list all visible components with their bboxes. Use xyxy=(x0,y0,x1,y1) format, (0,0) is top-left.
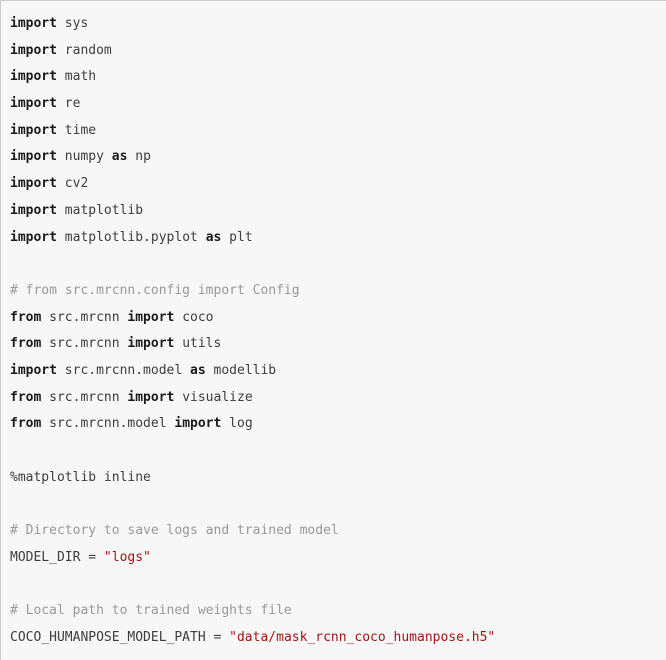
code-token-keyword: import xyxy=(10,202,57,218)
code-token-plain: src.mrcnn.model xyxy=(41,416,175,432)
code-line: import sys xyxy=(10,11,658,38)
code-token-keyword: import xyxy=(10,362,57,378)
code-token-keyword: from xyxy=(10,309,42,325)
code-token-keyword: import xyxy=(10,149,57,165)
code-token-plain: utils xyxy=(174,336,222,352)
code-token-plain: random xyxy=(56,42,112,58)
code-line: # Directory to save logs and trained mod… xyxy=(10,518,658,545)
code-token-comment: # Directory to save logs and trained mod… xyxy=(10,523,339,539)
code-line: import src.mrcnn.model as modellib xyxy=(10,358,658,385)
code-token-plain: src.mrcnn xyxy=(41,336,128,352)
code-token-plain: plt xyxy=(221,229,253,245)
code-line: import random xyxy=(10,38,658,65)
code-line: import matplotlib.pyplot as plt xyxy=(10,225,658,252)
code-token-keyword: from xyxy=(10,336,42,352)
code-line xyxy=(10,251,658,278)
code-token-plain: visualize xyxy=(174,389,253,405)
code-token-keyword: import xyxy=(10,16,57,31)
code-token-comment: # Local path to trained weights file xyxy=(10,603,292,619)
code-token-keyword: import xyxy=(10,229,57,245)
code-token-plain: matplotlib xyxy=(56,202,144,218)
code-line: import math xyxy=(10,64,658,91)
code-token-keyword: import xyxy=(10,176,57,192)
code-token-comment: # from src.mrcnn.config import Config xyxy=(10,282,300,298)
code-token-plain: COCO_HUMANPOSE_MODEL_PATH = xyxy=(10,629,230,645)
code-token-plain: %matplotlib inline xyxy=(10,469,151,485)
code-token-plain: log xyxy=(221,416,253,432)
code-line: import matplotlib xyxy=(10,198,658,225)
code-line: import cv2 xyxy=(10,171,658,198)
code-token-keyword: import xyxy=(127,336,175,352)
code-token-plain: coco xyxy=(174,309,214,325)
code-token-plain: src.mrcnn xyxy=(41,389,128,405)
code-token-plain: src.mrcnn.model xyxy=(56,362,191,378)
code-line: import numpy as np xyxy=(10,144,658,171)
code-token-plain: sys xyxy=(56,16,89,31)
code-token-keyword: as xyxy=(190,362,206,378)
code-line: MODEL_DIR = "logs" xyxy=(10,545,658,572)
code-token-keyword: import xyxy=(10,96,57,112)
code-line: import re xyxy=(10,91,658,118)
code-token-plain: re xyxy=(56,96,81,112)
code-line: from src.mrcnn import coco xyxy=(10,305,658,332)
code-token-keyword: as xyxy=(111,149,128,165)
code-token-keyword: import xyxy=(127,389,175,405)
code-token-string: "data/mask_rcnn_coco_humanpose.h5" xyxy=(229,629,496,645)
code-token-keyword: import xyxy=(174,416,222,432)
code-token-plain: MODEL_DIR = xyxy=(10,549,104,565)
code-token-keyword: import xyxy=(10,122,57,138)
code-token-keyword: from xyxy=(10,416,42,432)
code-token-keyword: as xyxy=(205,229,222,245)
code-token-keyword: import xyxy=(10,69,57,85)
code-token-plain: math xyxy=(56,69,97,85)
code-line xyxy=(10,571,658,598)
code-token-plain: matplotlib.pyplot xyxy=(56,229,206,245)
code-line: from src.mrcnn.model import log xyxy=(10,411,658,438)
code-line xyxy=(10,438,658,465)
code-token-plain: src.mrcnn xyxy=(41,309,128,325)
code-line: from src.mrcnn import visualize xyxy=(10,385,658,412)
code-token-plain: numpy xyxy=(56,149,112,165)
code-token-plain: time xyxy=(56,122,97,138)
code-line: from src.mrcnn import utils xyxy=(10,331,658,358)
code-token-plain: modellib xyxy=(205,362,277,378)
code-token-keyword: from xyxy=(10,389,42,405)
code-line: import time xyxy=(10,118,658,145)
code-token-plain: cv2 xyxy=(56,176,89,192)
code-line: # Local path to trained weights file xyxy=(10,598,658,625)
code-line xyxy=(10,491,658,518)
code-token-keyword: import xyxy=(127,309,175,325)
code-line: # from src.mrcnn.config import Config xyxy=(10,278,658,305)
code-line: COCO_HUMANPOSE_MODEL_PATH = "data/mask_r… xyxy=(10,625,658,652)
code-token-plain: np xyxy=(127,149,151,165)
code-token-keyword: import xyxy=(10,42,57,58)
code-token-string: "logs" xyxy=(103,549,151,565)
code-line: %matplotlib inline xyxy=(10,465,658,492)
